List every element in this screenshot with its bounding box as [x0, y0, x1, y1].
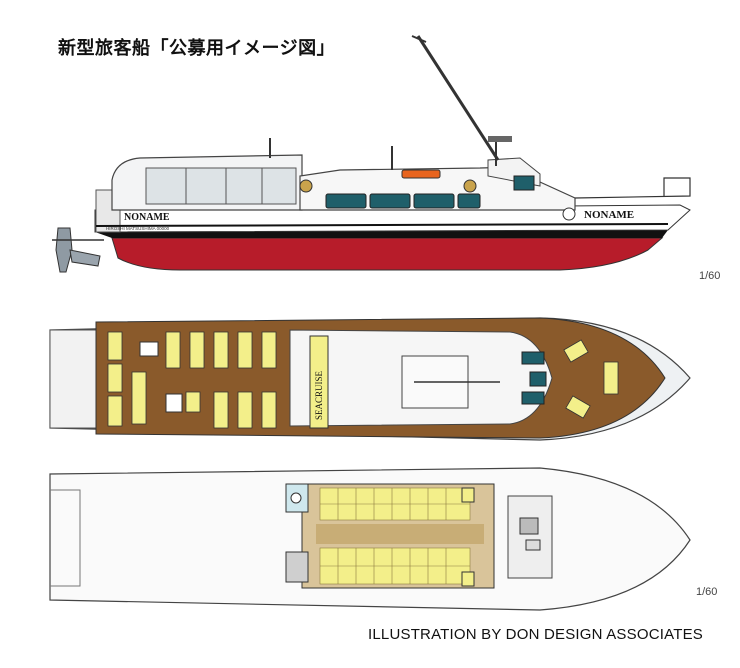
emblem-icon — [463, 179, 477, 193]
stern-platform — [49, 329, 97, 429]
mast — [416, 35, 500, 161]
emblem-icon — [299, 179, 313, 193]
cabin-window — [457, 193, 481, 209]
side-view: NONAME HIROSHI MATSUSHIMA 00000 NONAME — [52, 35, 691, 273]
scale-side-view: 1/60 — [699, 270, 721, 282]
cabin-window — [325, 193, 367, 209]
hull-red — [111, 237, 664, 271]
top-view: SEACRUISE — [49, 317, 691, 441]
cabin-window — [369, 193, 411, 209]
windshield — [529, 371, 547, 387]
windshield — [521, 391, 545, 405]
ship-name-bow: NONAME — [584, 209, 634, 221]
rudder — [69, 249, 101, 267]
liferaft — [401, 169, 441, 179]
deck-label-strip — [309, 335, 329, 429]
scale-deck-plan: 1/60 — [696, 586, 718, 598]
page-title: 新型旅客船「公募用イメージ図」 — [58, 38, 336, 59]
wheelhouse-window — [513, 175, 535, 191]
windshield — [521, 351, 545, 365]
outboard-motor — [55, 227, 73, 273]
cabin-window — [413, 193, 455, 209]
port-of-registry: HIROSHI MATSUSHIMA 00000 — [106, 226, 170, 231]
canopy-window — [145, 167, 297, 205]
locker — [165, 393, 183, 413]
helm-console — [507, 495, 553, 579]
illustration-credit: ILLUSTRATION BY DON DESIGN ASSOCIATES — [368, 626, 703, 643]
ship-name-stern: NONAME — [124, 212, 170, 223]
deck-label: SEACRUISE — [314, 370, 324, 420]
emblem-icon — [562, 207, 576, 221]
seat-group-aft — [107, 331, 277, 429]
locker — [139, 341, 159, 357]
utility-room — [285, 551, 309, 583]
deck-plan — [49, 467, 691, 611]
